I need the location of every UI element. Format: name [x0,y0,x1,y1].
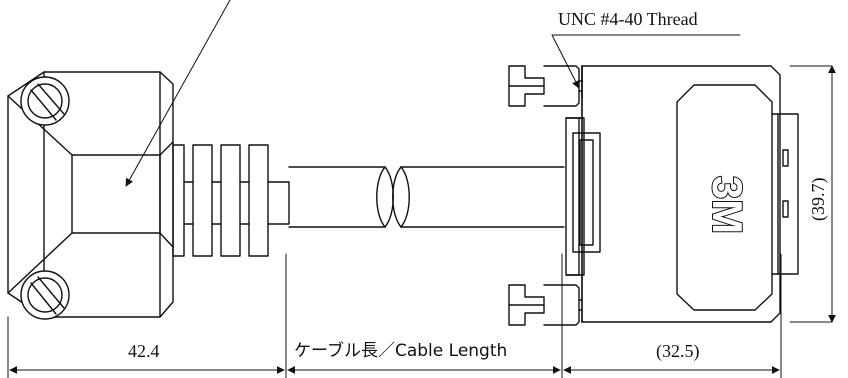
bottom-dimensions [7,253,782,378]
thread-label: UNC #4-40 Thread [558,9,698,29]
cable-length-label: ケーブル長／Cable Length [294,340,507,361]
left-bottom-screw [20,270,70,320]
left-strain-relief [172,144,290,257]
left-dimension-label: 42.4 [128,341,160,361]
height-dimension-label: (39.7) [808,178,829,222]
leader-line-top [125,0,231,187]
height-dimension-line [789,65,836,323]
lower-thread-post [508,284,583,326]
right-dimension-label: (32.5) [656,341,700,362]
thread-leader-line [551,34,741,88]
cable [288,166,565,228]
left-top-screw [20,76,70,126]
3m-logo-text: 3M [704,176,751,234]
right-connector [565,65,799,323]
